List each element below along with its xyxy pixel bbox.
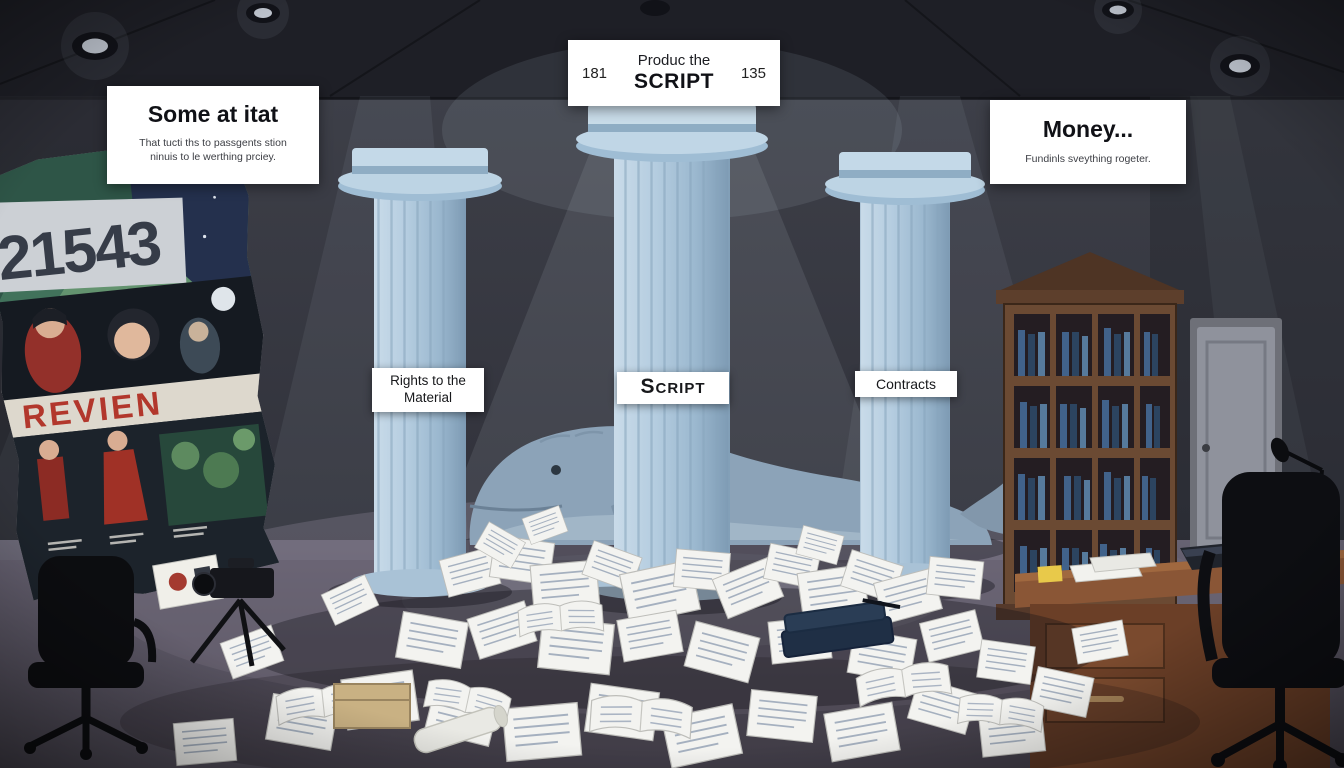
card-money-body: Fundinls sveything rogeter. <box>1025 153 1151 165</box>
card-produce-line2: SCRIPT <box>633 69 714 93</box>
pillar-label-script: Script <box>617 372 729 404</box>
card-money-title: Money... <box>1042 116 1134 142</box>
card-money: Money... Fundinls sveything rogeter. <box>990 100 1186 184</box>
card-some-title: Some at itat <box>147 101 279 127</box>
pillar-label-contracts: Contracts <box>855 371 957 397</box>
card-number-left: 181 <box>582 64 608 82</box>
card-some-body-line1: That tucti ths to passgents stion <box>139 137 287 149</box>
card-some-body-line2: ninuis to le werthing prciey. <box>150 151 276 163</box>
card-produce-script: 181 Produc the SCRIPT 135 <box>568 40 780 106</box>
pillar-label-rights: Rights to the Material <box>372 368 484 412</box>
card-some-at-itat: Some at itat That tucti ths to passgents… <box>107 86 319 184</box>
card-produce-line1: Produc the <box>637 51 711 69</box>
card-number-right: 135 <box>740 64 766 82</box>
